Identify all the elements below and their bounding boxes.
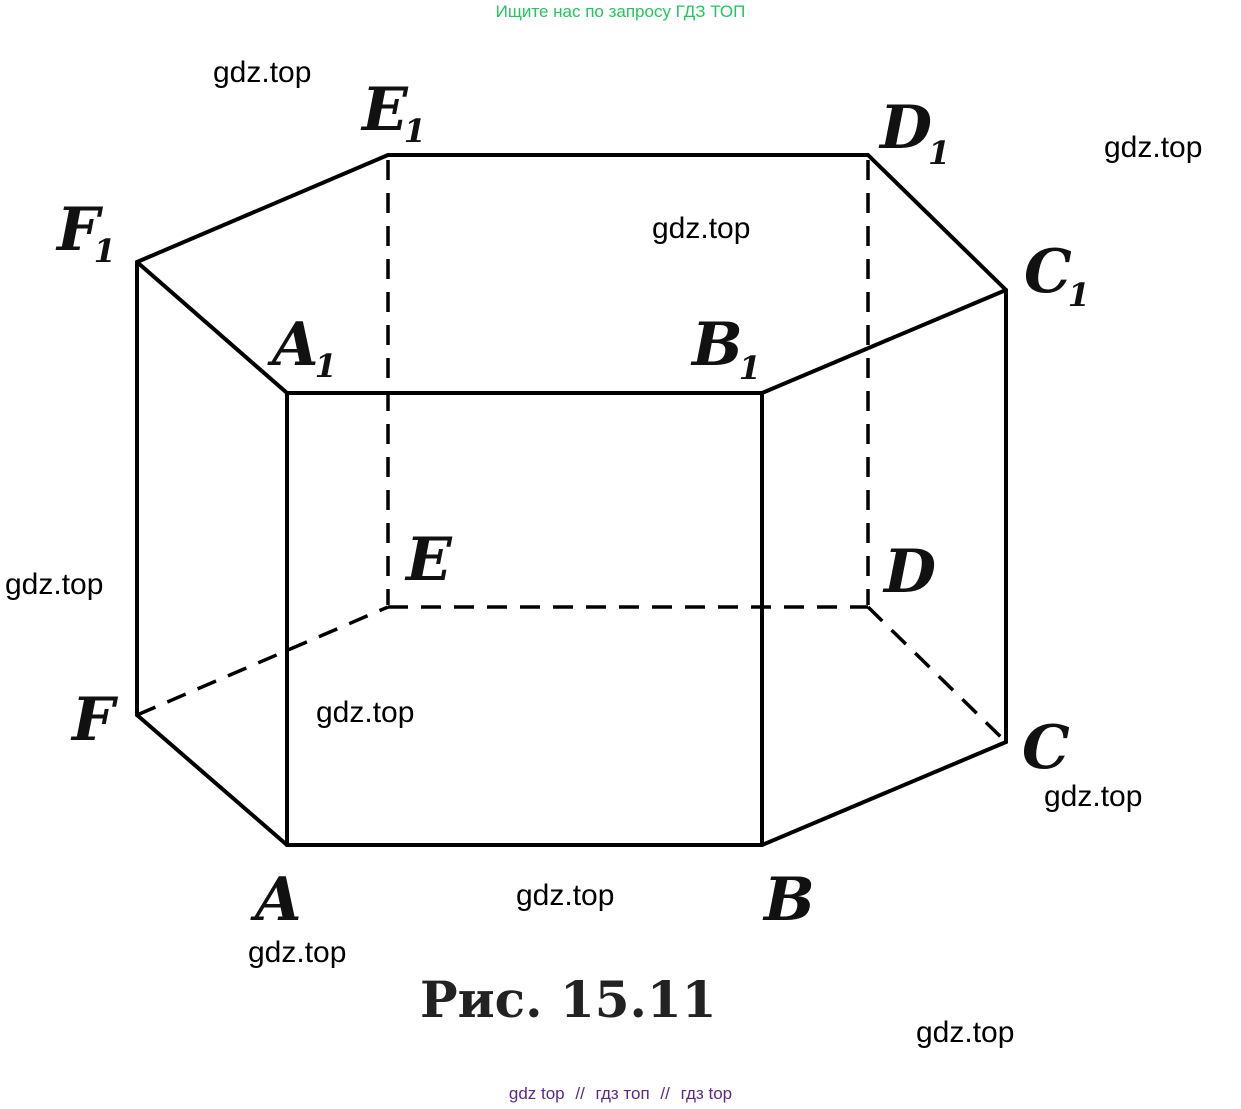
footer-link-gdz-top[interactable]: gdz top — [508, 1084, 565, 1103]
footer-links: gdz top // гдз топ // гдз top — [0, 1082, 1241, 1106]
footer-link-gdz-top-mixed[interactable]: гдз top — [680, 1084, 733, 1103]
watermark: gdz.top — [1044, 780, 1142, 813]
vertex-label-A1: A1 — [267, 310, 337, 385]
search-hint-text: Ищите нас по запросу ГДЗ ТОП — [495, 2, 746, 21]
vertex-label-E: E — [404, 525, 453, 595]
edge-DC — [866, 605, 1008, 744]
top-face — [135, 153, 1008, 395]
footer-separator: // — [660, 1084, 670, 1103]
watermark: gdz.top — [1104, 131, 1202, 164]
watermark: gdz.top — [5, 568, 103, 601]
watermarks: gdz.top gdz.top gdz.top gdz.top gdz.top … — [5, 56, 1202, 1049]
vertex-label-F1: F1 — [55, 195, 116, 270]
figure-caption: Рис. 15.11 — [420, 970, 717, 1029]
watermark: gdz.top — [516, 879, 614, 912]
visible-edges — [135, 153, 1008, 847]
hidden-edges — [136, 160, 1008, 744]
footer-link-gdz-top-ru[interactable]: гдз топ — [595, 1084, 650, 1103]
watermark: gdz.top — [248, 936, 346, 969]
watermark: gdz.top — [316, 696, 414, 729]
vertex-label-F: F — [70, 685, 119, 755]
vertex-label-D: D — [882, 537, 936, 607]
vertex-label-C: C — [1022, 713, 1070, 783]
vertex-label-B: B — [762, 865, 815, 935]
vertex-label-C1: C1 — [1024, 237, 1090, 314]
bottom-front-edges — [135, 713, 1008, 847]
vertex-label-A: A — [250, 865, 302, 935]
vertex-labels: F1 E1 D1 C1 A1 B1 E D F C A B — [55, 75, 1090, 935]
footer-separator: // — [575, 1084, 585, 1103]
vertex-label-B1: B1 — [690, 310, 761, 387]
watermark: gdz.top — [213, 56, 311, 89]
top-banner: Ищите нас по запросу ГДЗ ТОП — [0, 0, 1241, 26]
watermark: gdz.top — [652, 212, 750, 245]
vertex-label-D1: D1 — [878, 93, 950, 172]
edge-FE — [136, 605, 389, 717]
vertex-label-E1: E1 — [360, 75, 426, 150]
watermark: gdz.top — [916, 1016, 1014, 1049]
